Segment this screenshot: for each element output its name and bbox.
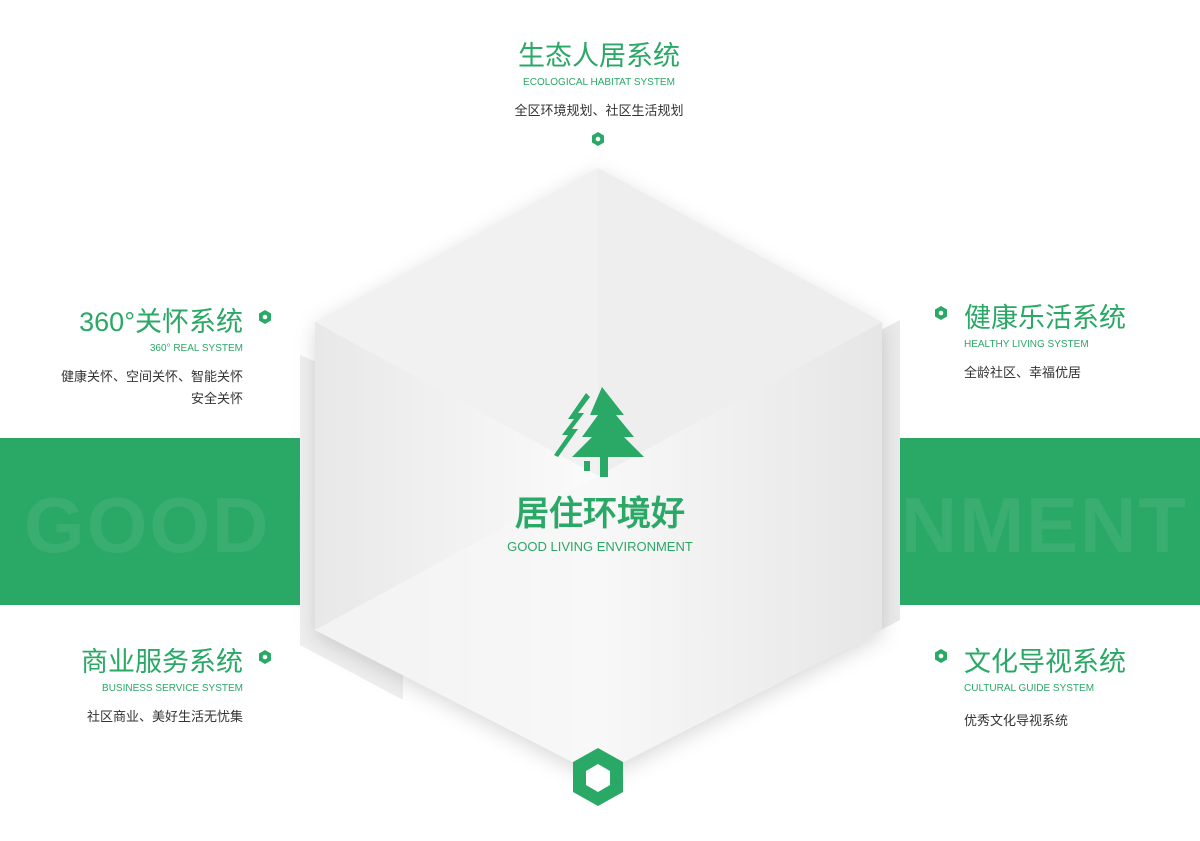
system-cultural: 文化导视系统 CULTURAL GUIDE SYSTEM 优秀文化导视系统 [964, 640, 1200, 732]
system-desc: 全区环境规划、社区生活规划 [514, 103, 684, 118]
center-block: 居住环境好 GOOD LIVING ENVIRONMENT [480, 385, 720, 554]
system-subtitle: BUSINESS SERVICE SYSTEM [102, 683, 243, 694]
system-subtitle: ECOLOGICAL HABITAT SYSTEM [523, 77, 675, 88]
system-desc: 优秀文化导视系统 [964, 713, 1069, 728]
system-desc: 健康关怀、空间关怀、智能关怀 [60, 369, 243, 384]
tree-icon [554, 387, 644, 477]
system-business: 商业服务系统 BUSINESS SERVICE SYSTEM 社区商业、美好生活… [0, 640, 243, 728]
system-subtitle: HEALTHY LIVING SYSTEM [964, 339, 1089, 350]
center-subtitle: GOOD LIVING ENVIRONMENT [507, 539, 693, 554]
hexagon-marker-icon [259, 650, 271, 664]
hexagon-marker-icon [259, 310, 271, 324]
system-ecological: 生态人居系统 ECOLOGICAL HABITAT SYSTEM 全区环境规划、… [400, 34, 798, 122]
system-desc-2: 安全关怀 [190, 391, 243, 406]
hexagon-marker-icon [592, 132, 604, 146]
center-title: 居住环境好 [515, 495, 685, 533]
system-title: 360°关怀系统 [79, 307, 243, 337]
system-title: 健康乐活系统 [964, 303, 1126, 333]
system-360-care: 360°关怀系统 360° REAL SYSTEM 健康关怀、空间关怀、智能关怀… [0, 300, 243, 410]
system-subtitle: 360° REAL SYSTEM [149, 343, 243, 354]
system-title: 文化导视系统 [964, 647, 1126, 677]
system-title: 商业服务系统 [81, 647, 243, 677]
hexagon-marker-icon [935, 649, 947, 663]
system-desc: 社区商业、美好生活无忧集 [86, 709, 243, 724]
hexagon-marker-icon [935, 306, 947, 320]
system-subtitle: CULTURAL GUIDE SYSTEM [964, 683, 1095, 694]
system-title: 生态人居系统 [518, 41, 680, 71]
system-desc: 全龄社区、幸福优居 [964, 365, 1082, 380]
system-healthy-living: 健康乐活系统 HEALTHY LIVING SYSTEM 全龄社区、幸福优居 [964, 296, 1200, 384]
